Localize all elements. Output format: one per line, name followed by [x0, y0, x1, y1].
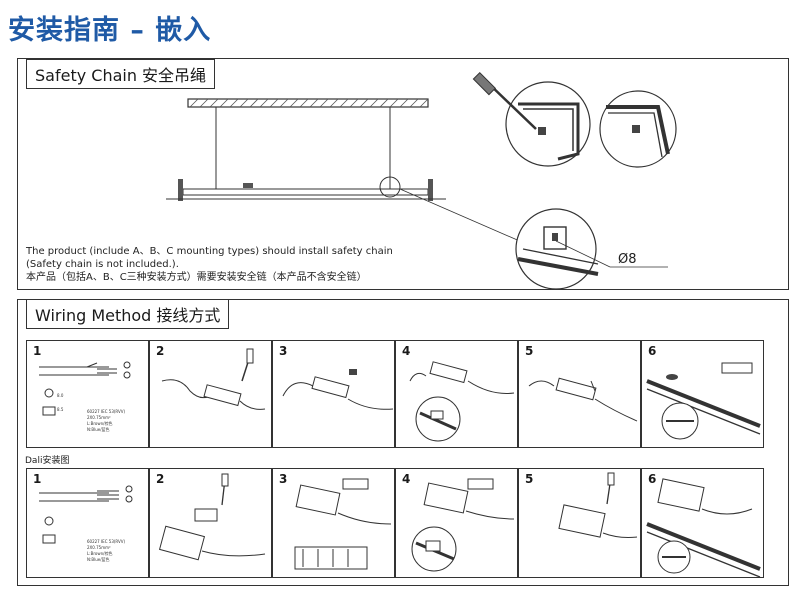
wiring-step-5: 5: [518, 340, 641, 448]
wiring-step-1: 1 60227 IEC 53(RVV) 2X0.75mm² L:Brown/棕色…: [26, 340, 149, 448]
step-number: 1: [33, 344, 42, 358]
safety-chain-label: Safety Chain 安全吊绳: [26, 59, 216, 89]
dim-b: 8.5: [57, 407, 64, 412]
driver-mount-drawing: [409, 361, 515, 442]
chain-diameter-callout: Ø8: [618, 252, 637, 267]
dali-wire-strip-diagram: 60227 IEC 53(RVV) 2X0.75mm² L:Brown/棕色 N…: [39, 485, 133, 562]
step-number: 2: [156, 472, 165, 486]
step-number: 6: [648, 472, 657, 486]
dali-close-drawing: [558, 472, 638, 538]
dali-terminal-drawing: [294, 478, 392, 570]
wire-spec-1: 60227 IEC 53(RVV): [87, 409, 125, 414]
safety-chain-note: The product (include A、B、C mounting type…: [26, 245, 393, 284]
step-number: 6: [648, 344, 657, 358]
safety-chain-illustration: Ø8: [166, 71, 677, 290]
dali-wire-spec-3: L:Brown/棕色: [87, 550, 112, 556]
wire-spec-4: N:Blue/蓝色: [87, 426, 110, 432]
dali-wire-spec-4: N:Blue/蓝色: [87, 556, 110, 562]
dali-installed-drawing: [646, 478, 761, 578]
note-en-line-2: (Safety chain is not included.).: [26, 259, 179, 270]
wire-strip-diagram: 60227 IEC 53(RVV) 2X0.75mm² L:Brown/棕色 N…: [39, 361, 131, 432]
wire-spec-3: L:Brown/棕色: [87, 420, 112, 426]
dali-step-4: 4: [395, 468, 518, 578]
wiring-step-4: 4: [395, 340, 518, 448]
step-number: 2: [156, 344, 165, 358]
step-number: 1: [33, 472, 42, 486]
dali-step-1: 1 60227 IEC 53(RVV) 2X0.75mm² L:Brown/棕色…: [26, 468, 149, 578]
wiring-method-section: Wiring Method 接线方式 1 60227 IEC 53(RVV) 2…: [17, 299, 789, 586]
wiring-method-label: Wiring Method 接线方式: [26, 299, 230, 329]
dali-step-3: 3: [272, 468, 395, 578]
driver-installed-drawing: [646, 362, 761, 440]
dali-step-2: 2: [149, 468, 272, 578]
dali-wire-spec-2: 2X0.75mm²: [87, 545, 111, 550]
dali-diagram-label: Dali安装图: [25, 456, 70, 466]
step-number: 3: [279, 472, 288, 486]
dali-step-6: 6: [641, 468, 764, 578]
step-number: 5: [525, 344, 534, 358]
driver-cover-drawing: [282, 369, 394, 410]
step-number: 4: [402, 344, 411, 358]
driver-screwdriver-drawing: [161, 348, 266, 410]
step-number: 3: [279, 344, 288, 358]
driver-close-drawing: [528, 377, 638, 422]
page-title: 安装指南 – 嵌入: [8, 15, 212, 46]
safety-chain-section: Safety Chain 安全吊绳: [17, 58, 789, 290]
wiring-step-2: 2: [149, 340, 272, 448]
step-number: 4: [402, 472, 411, 486]
wire-spec-2: 2X0.75mm²: [87, 415, 111, 420]
dali-wire-spec-1: 60227 IEC 53(RVV): [87, 539, 125, 544]
dali-driver-drawing: [158, 473, 266, 561]
note-zh-line: 本产品（包括A、B、C三种安装方式）需要安装安全链（本产品不含安全链）: [26, 272, 367, 283]
wiring-step-3: 3: [272, 340, 395, 448]
dim-a: 8.0: [57, 393, 64, 398]
note-en-line-1: The product (include A、B、C mounting type…: [26, 246, 393, 257]
dali-mount-drawing: [411, 478, 515, 572]
step-number: 5: [525, 472, 534, 486]
wiring-step-6: 6: [641, 340, 764, 448]
dali-step-5: 5: [518, 468, 641, 578]
